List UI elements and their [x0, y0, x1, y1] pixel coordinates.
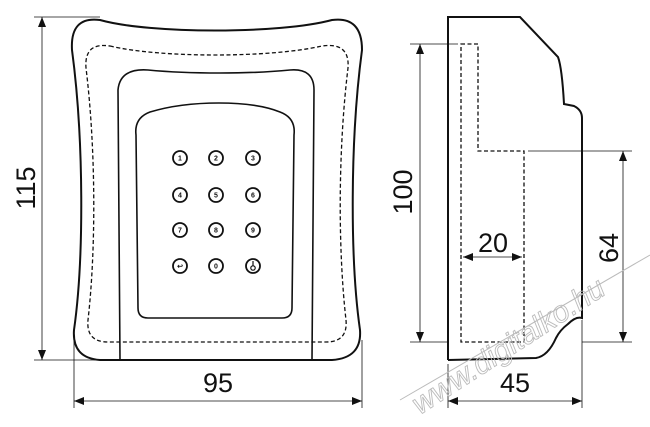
- svg-text:5: 5: [214, 193, 218, 200]
- svg-text:3: 3: [251, 156, 255, 163]
- front-dashed-outline: [85, 44, 349, 343]
- dimension-depth-20: 20: [478, 228, 508, 258]
- keypad: 1 2 3 4 5 6 7 8 9 ↩ 0 🔒: [0, 0, 261, 274]
- key-4[interactable]: 4: [172, 187, 188, 203]
- svg-text:1: 1: [178, 156, 182, 163]
- svg-text:6: 6: [251, 193, 255, 200]
- front-view: [70, 18, 364, 361]
- svg-text:7: 7: [178, 228, 182, 235]
- key-0[interactable]: 0: [208, 258, 224, 274]
- key-1[interactable]: 1: [172, 150, 188, 166]
- front-outer-body: [70, 18, 364, 361]
- svg-text:2: 2: [214, 156, 218, 163]
- key-5[interactable]: 5: [208, 187, 224, 203]
- key-enter[interactable]: ↩: [172, 258, 188, 274]
- dimension-height-100: 100: [388, 169, 418, 214]
- key-8[interactable]: 8: [208, 222, 224, 238]
- side-dashed-inner: [460, 43, 525, 343]
- svg-text:0: 0: [214, 264, 218, 271]
- dimension-height-115: 115: [11, 166, 41, 209]
- keypad-panel: [134, 102, 296, 319]
- svg-text:8: 8: [214, 228, 218, 235]
- key-7[interactable]: 7: [172, 222, 188, 238]
- dimension-depth-45: 45: [500, 368, 530, 398]
- key-9[interactable]: 9: [245, 222, 261, 238]
- side-outer-body: [447, 16, 583, 361]
- enter-icon: ↩: [177, 264, 183, 271]
- key-lock[interactable]: 🔒: [0, 0, 261, 274]
- front-inner-frame: [117, 69, 315, 361]
- key-2[interactable]: 2: [208, 150, 224, 166]
- key-icon: [250, 261, 256, 271]
- svg-text:9: 9: [251, 228, 255, 235]
- key-3[interactable]: 3: [245, 150, 261, 166]
- dimension-height-64: 64: [594, 233, 624, 263]
- side-dimensions: [410, 43, 632, 408]
- dimension-width-95: 95: [203, 368, 233, 398]
- svg-text:4: 4: [178, 193, 182, 200]
- svg-text:www.digitalko.hu: www.digitalko.hu: [406, 271, 612, 421]
- front-dimensions: [34, 16, 363, 408]
- side-view: [447, 16, 583, 361]
- key-6[interactable]: 6: [245, 187, 261, 203]
